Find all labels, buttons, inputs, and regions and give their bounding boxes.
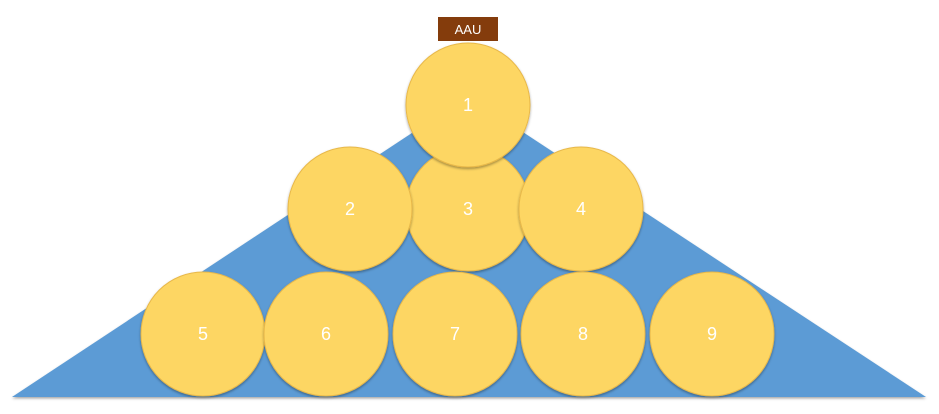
circle-label: 6 [321, 324, 331, 344]
circle-node: 7 [392, 271, 518, 397]
aau-label: AAU [454, 21, 482, 37]
circle-node: 1 [405, 42, 531, 168]
circle-node: 6 [263, 271, 389, 397]
circle-label: 2 [345, 199, 355, 219]
circles-layer: 3 2 4 5 6 7 8 [140, 42, 775, 397]
circle-node: 5 [140, 271, 266, 397]
circle-label: 1 [463, 95, 473, 115]
circle-label: 3 [463, 199, 473, 219]
circle-label: 9 [707, 324, 717, 344]
circle-node: 4 [518, 146, 644, 272]
circle-label: 4 [576, 199, 586, 219]
circle-label: 7 [450, 324, 460, 344]
label-box-background [438, 17, 498, 41]
circle-node: 2 [287, 146, 413, 272]
circle-node: 8 [520, 271, 646, 397]
circle-node: 9 [649, 271, 775, 397]
circle-label: 5 [198, 324, 208, 344]
circle-label: 8 [578, 324, 588, 344]
